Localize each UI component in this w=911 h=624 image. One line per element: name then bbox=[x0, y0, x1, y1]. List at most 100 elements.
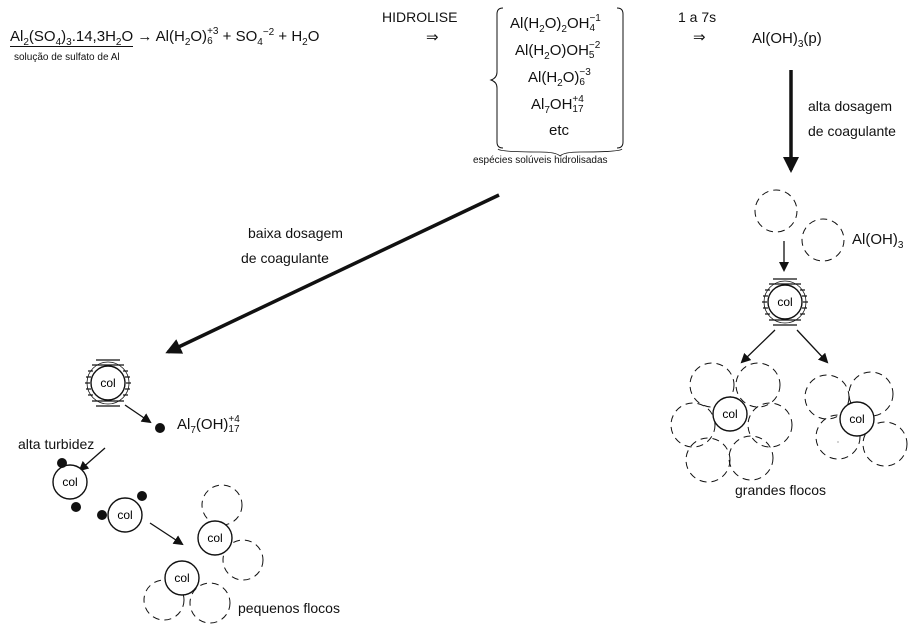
flow-arrow bbox=[796, 329, 829, 364]
eq-sub: 2 bbox=[539, 23, 545, 35]
colloid-particle bbox=[52, 464, 88, 500]
small-flocs-label: pequenos flocos bbox=[238, 600, 340, 616]
eq-text: Al(OH) bbox=[852, 231, 898, 248]
eq-sub: 2 bbox=[557, 77, 563, 89]
time-label: 1 a 7s bbox=[678, 9, 717, 25]
eq-text: Al(H bbox=[528, 68, 558, 86]
eq-text: ) bbox=[61, 27, 67, 45]
eq-text: + H bbox=[278, 27, 303, 45]
eq-text: O)OH bbox=[549, 41, 589, 59]
colloid-particle bbox=[197, 520, 233, 556]
aluminum-hydroxide-product: Al(OH)3(p) bbox=[752, 31, 822, 50]
eq-text: Al(H bbox=[510, 14, 540, 32]
colloid-particle bbox=[712, 396, 748, 432]
eq-sup: −2 bbox=[262, 26, 275, 38]
low-dose-colloid bbox=[85, 359, 131, 407]
reactant-aluminum-sulfate: Al2(SO4)3.14,3H2O bbox=[10, 27, 134, 48]
species-underbrace bbox=[497, 148, 623, 157]
eq-sub: 4 bbox=[257, 36, 263, 48]
flow-arrow bbox=[149, 522, 184, 546]
eq-sub: 4 bbox=[589, 23, 596, 34]
eq-sup: −2 bbox=[588, 40, 601, 51]
implies-arrow-2: ⇒ bbox=[693, 29, 706, 46]
eq-text: (SO bbox=[28, 27, 56, 45]
high-dose-colloid bbox=[762, 278, 808, 326]
eq-sub: 17 bbox=[228, 424, 240, 435]
small-floc bbox=[143, 484, 264, 624]
eq-text: O bbox=[121, 27, 134, 45]
precipitate-particle bbox=[801, 218, 845, 262]
colloid-label: col bbox=[777, 295, 792, 309]
eq-text: Al(OH) bbox=[752, 30, 798, 47]
eq-sub: 2 bbox=[115, 36, 122, 48]
surface-charges bbox=[762, 278, 808, 326]
eq-sub: 7 bbox=[190, 424, 196, 436]
high-turbidity-label: alta turbidez bbox=[18, 436, 95, 452]
species-caption: espécies solúveis hidrolisadas bbox=[473, 155, 608, 166]
eq-sub: 17 bbox=[572, 104, 584, 115]
eq-sub: 2 bbox=[184, 36, 191, 48]
low-dose-arrow bbox=[165, 193, 500, 354]
colloid-label: col bbox=[62, 475, 77, 489]
reaction-arrow: → bbox=[137, 27, 153, 45]
colloid-particle bbox=[107, 497, 143, 533]
eq-text: + SO bbox=[222, 27, 258, 45]
eq-sub: 3 bbox=[897, 240, 904, 251]
eq-text: .14,3H bbox=[71, 27, 116, 45]
species-left-bracket bbox=[489, 7, 504, 149]
colloid-particle bbox=[90, 365, 126, 401]
precipitate-particle bbox=[754, 189, 798, 233]
eq-text: (p) bbox=[803, 30, 822, 47]
eq-sup: −1 bbox=[589, 13, 601, 24]
low-dose-label-1: baixa dosagem bbox=[248, 225, 343, 241]
eq-text: O) bbox=[562, 68, 580, 86]
eq-text: Al bbox=[10, 27, 24, 45]
eq-sub: 3 bbox=[66, 36, 72, 48]
large-floc bbox=[670, 362, 793, 483]
adsorbed-al-dot bbox=[97, 510, 107, 520]
colloid-particle bbox=[164, 560, 200, 596]
colloid-label: col bbox=[100, 376, 115, 390]
eq-sub: 2 bbox=[561, 23, 567, 35]
flow-arrow bbox=[124, 404, 152, 424]
low-dose-label-2: de coagulante bbox=[241, 250, 329, 266]
eq-sub: 5 bbox=[588, 50, 595, 61]
implies-arrow: ⇒ bbox=[426, 29, 439, 46]
eq-sup: −3 bbox=[579, 67, 591, 78]
eq-sup: +4 bbox=[228, 414, 240, 425]
adsorbed-al-dot bbox=[71, 502, 81, 512]
adsorbed-al-dot bbox=[57, 458, 67, 468]
eq-sup: +3 bbox=[207, 26, 219, 37]
adsorbed-al-dot bbox=[137, 491, 147, 501]
colloid-label: col bbox=[722, 407, 737, 421]
eq-text: O bbox=[307, 27, 320, 45]
colloid-label: col bbox=[117, 508, 132, 522]
eq-sub: 2 bbox=[544, 50, 550, 62]
colloid-label: col bbox=[174, 571, 189, 585]
aluminum-hydroxide-label: Al(OH)3 bbox=[852, 232, 903, 251]
eq-sub: 4 bbox=[55, 36, 62, 48]
eq-text: OH bbox=[549, 95, 573, 113]
colloid-particle bbox=[767, 284, 803, 320]
eq-text: Al bbox=[177, 415, 191, 433]
eq-text: (OH) bbox=[195, 415, 229, 433]
hydrolysis-label: HIDROLISE bbox=[382, 9, 458, 25]
species-etc: etc bbox=[549, 122, 570, 139]
eq-text: OH bbox=[566, 14, 590, 32]
eq-text: Al bbox=[531, 95, 545, 113]
eq-text: Al(H bbox=[515, 41, 545, 59]
species-right-bracket bbox=[616, 7, 624, 149]
large-floc bbox=[804, 371, 908, 467]
eq-sub: 7 bbox=[544, 104, 550, 116]
